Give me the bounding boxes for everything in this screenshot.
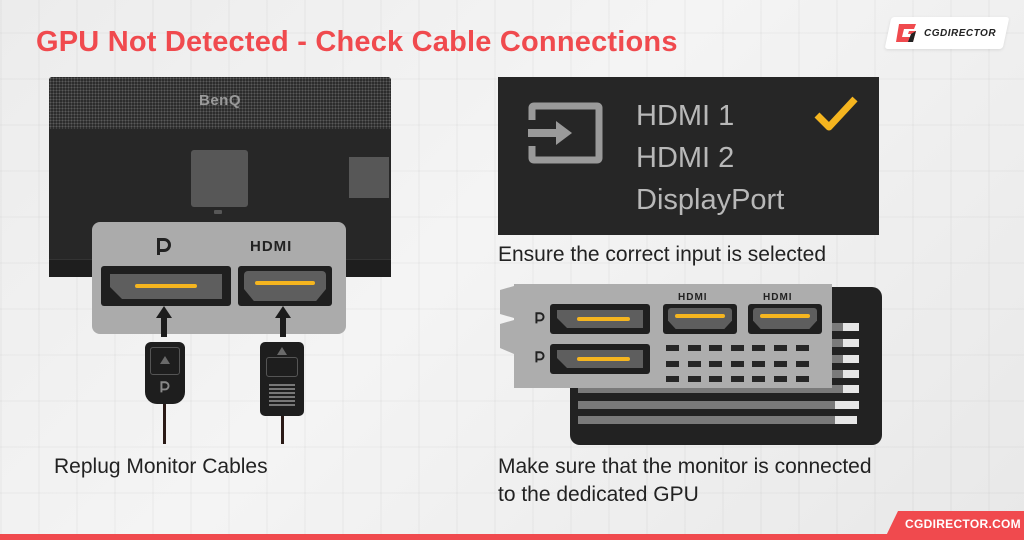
- input-source-menu: HDMI 1 HDMI 2 DisplayPort: [498, 77, 879, 235]
- hdmi-cable: [281, 416, 284, 444]
- page-title: GPU Not Detected - Check Cable Connectio…: [36, 26, 678, 58]
- monitor-led: [214, 210, 222, 214]
- gpu-hdmi-port-1[interactable]: [663, 304, 737, 334]
- footer-tag: [884, 511, 1024, 540]
- displayport-port[interactable]: [101, 266, 231, 306]
- input-caption: Ensure the correct input is selected: [498, 243, 827, 266]
- replug-caption: Replug Monitor Cables: [54, 455, 268, 478]
- footer-site-link[interactable]: CGDIRECTOR.COM: [905, 517, 1021, 531]
- gpu-displayport-icon: [534, 350, 546, 366]
- gpu-hdmi-label-1: HDMI: [678, 292, 708, 303]
- hdmi-port[interactable]: [238, 266, 332, 306]
- displayport-logo-icon: [155, 236, 173, 261]
- logo-text: CGDIRECTOR: [924, 27, 997, 39]
- arrow-up-icon: [275, 306, 291, 318]
- monitor-mount: [191, 150, 248, 207]
- gpu-caption-line2: to the dedicated GPU: [498, 483, 699, 506]
- monitor-brand: BenQ: [198, 92, 241, 109]
- displayport-cable-plug[interactable]: [145, 342, 185, 404]
- cgdirector-logo-icon: [896, 24, 916, 42]
- monitor-side-panel: [349, 157, 389, 198]
- arrow-up-icon: [156, 306, 172, 318]
- gpu-displayport-2[interactable]: [550, 344, 650, 374]
- gpu-caption-line1: Make sure that the monitor is connected: [498, 455, 872, 478]
- monitor-vent-grille: [49, 77, 391, 129]
- gpu-hdmi-label-2: HDMI: [763, 292, 793, 303]
- checkmark-icon: [814, 96, 858, 131]
- input-option-hdmi2[interactable]: HDMI 2: [636, 142, 735, 174]
- logo: CGDIRECTOR: [896, 20, 996, 46]
- input-option-hdmi1[interactable]: HDMI 1: [636, 100, 735, 132]
- displayport-cable: [163, 404, 166, 444]
- input-option-displayport[interactable]: DisplayPort: [636, 184, 785, 216]
- footer-bar: [0, 534, 1024, 540]
- hdmi-label: HDMI: [250, 238, 293, 255]
- gpu-displayport-icon: [534, 311, 546, 327]
- hdmi-cable-plug[interactable]: [260, 342, 304, 416]
- gpu-displayport-1[interactable]: [550, 304, 650, 334]
- monitor-port-panel: HDMI: [92, 222, 346, 334]
- input-list: HDMI 1 HDMI 2 DisplayPort: [636, 95, 784, 221]
- input-source-icon: [528, 102, 603, 164]
- gpu-hdmi-port-2[interactable]: [748, 304, 822, 334]
